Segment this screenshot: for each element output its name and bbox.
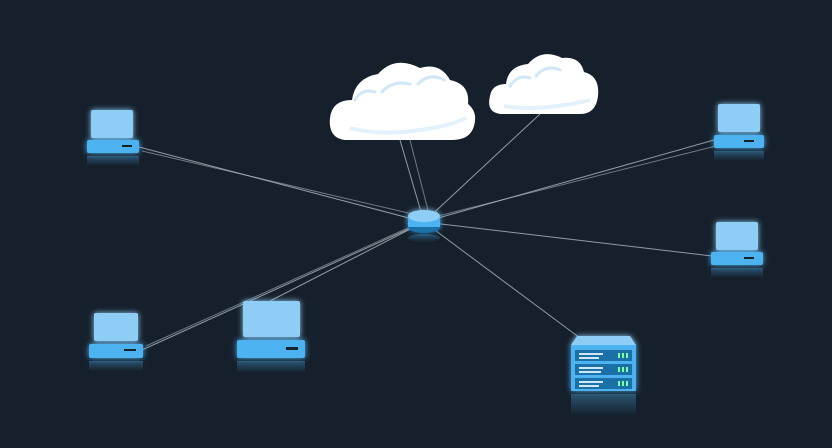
laptop-right-top-icon[interactable] xyxy=(714,104,764,148)
laptop-reflection xyxy=(237,361,305,373)
link-strand-laptop-right-top xyxy=(429,145,717,219)
link-hub-cloud-right xyxy=(423,113,541,223)
hub-reflection xyxy=(408,234,440,242)
connection-lines xyxy=(138,113,717,351)
laptop-reflection xyxy=(87,156,139,166)
cloud-left-icon[interactable] xyxy=(329,62,476,140)
server-reflection xyxy=(571,394,636,416)
server-rack-icon[interactable] xyxy=(571,336,636,391)
link-strand-cloud-left xyxy=(409,139,431,219)
network-hub-icon[interactable] xyxy=(408,210,440,233)
link-hub-laptop-left-bottom xyxy=(141,221,425,351)
laptop-center-bottom-icon[interactable] xyxy=(237,301,305,358)
link-hub-server xyxy=(423,221,581,339)
link-hub-laptop-right-top xyxy=(423,139,715,223)
link-hub-laptop-center-bottom xyxy=(269,221,425,302)
laptop-left-top-icon[interactable] xyxy=(87,110,139,153)
laptop-reflection xyxy=(89,361,143,371)
laptop-reflection xyxy=(711,268,763,278)
link-hub-laptop-right-middle xyxy=(423,221,713,257)
link-strand-laptop-left-bottom xyxy=(145,217,431,347)
link-strand-laptop-left-top xyxy=(141,150,431,219)
laptop-left-bottom-icon[interactable] xyxy=(89,313,143,358)
link-hub-laptop-left-top xyxy=(138,146,425,223)
laptop-reflection xyxy=(714,151,764,161)
link-hub-cloud-left xyxy=(399,139,425,223)
laptop-right-middle-icon[interactable] xyxy=(711,222,763,265)
cloud-right-icon[interactable] xyxy=(489,54,599,114)
